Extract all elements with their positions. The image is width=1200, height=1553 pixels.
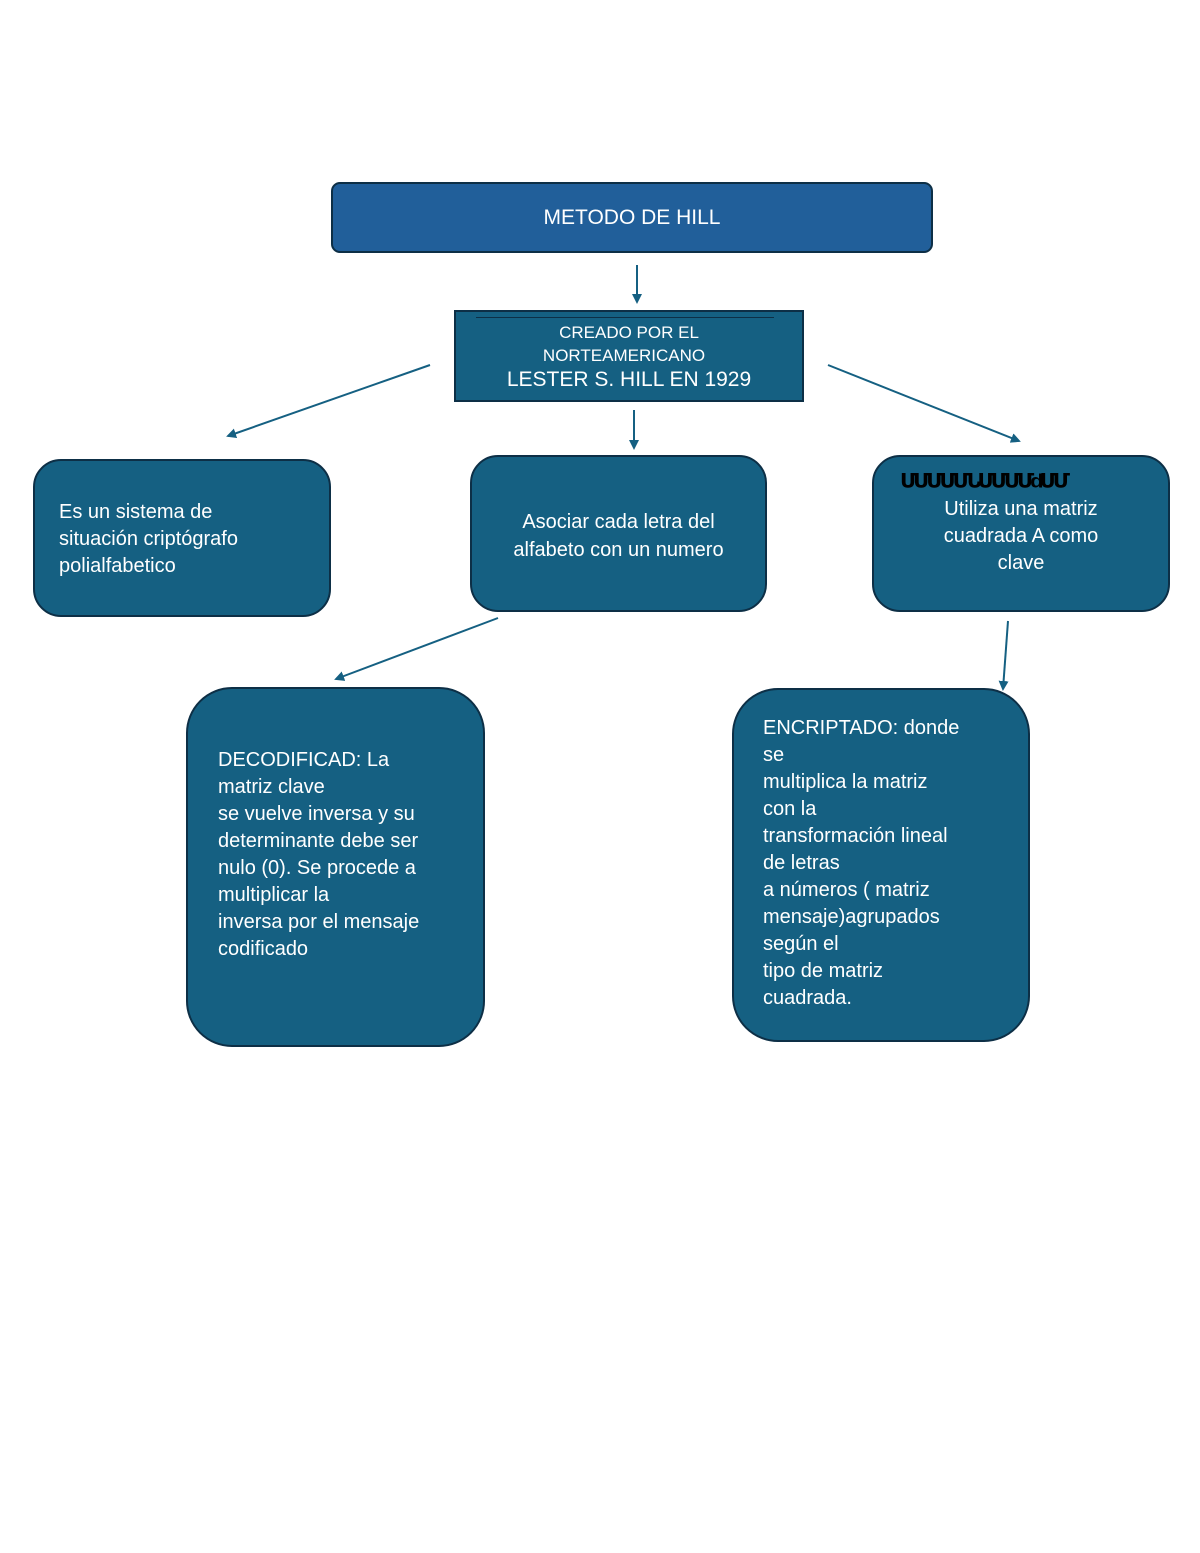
encryption-line: según el [763,933,839,955]
definition-line: polialfabetico [59,555,176,577]
decoding-line: nulo (0). Se procede a [218,857,416,879]
top-rule [476,317,774,318]
arrow-right-to-encode [998,620,1009,691]
encryption-line: ENCRIPTADO: donde [763,717,960,739]
creator-node: CREADO POR EL NORTEAMERICANO LESTER S. H… [454,310,804,402]
encryption-line: tipo de matriz [763,960,884,982]
decoding-line: DECODIFICAD: La [218,749,390,771]
title-node: METODO DE HILL [331,182,933,253]
encryption-line: de letras [763,852,840,874]
decoding-line: codificado [218,938,309,960]
encryption-line: multiplica la matriz [763,771,928,793]
definition-line: Es un sistema de [59,501,213,523]
overlapping-text-artifact: ՄՄՄՄՄՆՄՄՄՄdՄՄ [900,469,1070,492]
encryption-line: mensaje)agrupados [763,906,940,928]
key-matrix-line: clave [997,552,1045,574]
encryption-line: se [763,744,785,766]
creator-line-3: LESTER S. HILL EN 1929 [506,368,752,391]
decoding-line: matriz clave [218,776,325,798]
creator-line-1: CREADO POR EL [559,323,699,342]
encryption-node: ENCRIPTADO: donde se multiplica la matri… [732,688,1030,1042]
decoding-node: DECODIFICAD: La matriz clave se vuelve i… [186,687,485,1047]
title-text: METODO DE HILL [543,205,721,229]
decoding-line: determinante debe ser [218,830,419,852]
key-matrix-line: cuadrada A como [943,525,1099,547]
arrow-middle-to-decode [334,617,499,681]
creator-line-2: NORTEAMERICANO [542,346,706,365]
association-line: alfabeto con un numero [513,539,724,561]
definition-line: situación criptógrafo [59,528,238,550]
arrow-creator-to-right [827,364,1021,443]
arrow-creator-to-left [226,364,431,439]
encryption-line: cuadrada. [763,987,852,1009]
key-matrix-line: Utiliza una matriz [944,498,1098,520]
key-matrix-node: ՄՄՄՄՄՆՄՄՄՄdՄՄ Utiliza una matriz cuadrad… [872,455,1170,612]
encryption-line: con la [763,798,817,820]
association-line: Asociar cada letra del [522,511,715,533]
decoding-line: se vuelve inversa y su [218,803,415,825]
decoding-line: inversa por el mensaje [218,911,420,933]
encryption-line: transformación lineal [763,825,948,847]
decoding-line: multiplicar la [218,884,330,906]
definition-node: Es un sistema de situación criptógrafo p… [33,459,331,617]
association-node: Asociar cada letra del alfabeto con un n… [470,455,767,612]
encryption-line: a números ( matriz [763,879,930,901]
